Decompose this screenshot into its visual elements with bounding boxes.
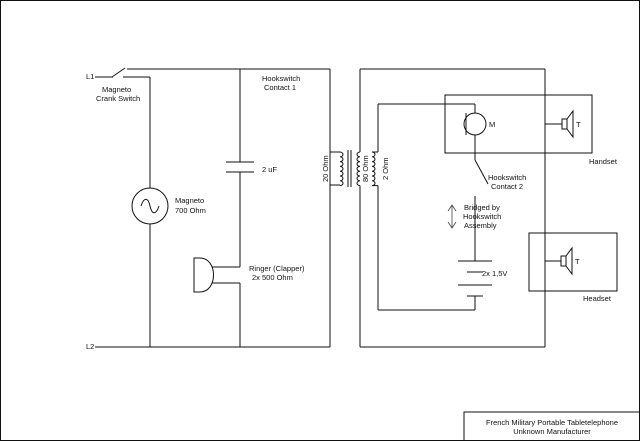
hookswitch-contact-1-label-2: Contact 1	[264, 83, 296, 92]
tertiary-winding	[371, 151, 376, 187]
ringer-resistance-label: 2x 500 Ohm	[252, 273, 293, 282]
terminal-l2-label: L2	[86, 342, 94, 351]
magneto-resistance-label: 700 Ohm	[175, 206, 206, 215]
headset-receiver-label: T	[575, 257, 580, 266]
l1-rail	[95, 67, 330, 78]
hookswitch-contact-1-label: Hookswitch	[262, 74, 300, 83]
secondary-winding	[356, 151, 361, 187]
primary-winding-label: 20 Ohm	[321, 155, 330, 182]
title-block	[463, 411, 640, 441]
hookswitch-contact-2-blade	[474, 159, 489, 185]
bridged-arrow	[447, 204, 457, 229]
hookswitch-contact-2-label: Hookswitch	[488, 173, 526, 182]
title-block-line1: French Military Portable Tabletelephone	[486, 418, 618, 427]
secondary-winding-label: 80 Ohm	[361, 155, 370, 182]
handset-box	[444, 94, 593, 154]
title-block-line2: Unknown Manufacturer	[513, 427, 591, 436]
bridged-note-line1: Bridged by	[464, 203, 500, 212]
terminal-l1-label: L1	[86, 72, 94, 81]
headset-receiver-icon	[545, 246, 573, 276]
bridged-note-line3: Assembly	[464, 221, 497, 230]
magneto-crank-switch-label-2: Crank Switch	[96, 94, 140, 103]
tertiary-winding-label: 2 Ohm	[381, 157, 390, 180]
headset-box	[528, 232, 618, 292]
instrument-loop	[360, 68, 546, 348]
primary-winding	[339, 151, 344, 187]
magneto-branch	[131, 77, 169, 347]
handset-receiver-icon	[545, 109, 574, 139]
microphone-loop	[377, 103, 492, 311]
headset-caption: Headset	[583, 294, 612, 303]
capacitor-value-label: 2 uF	[262, 165, 277, 174]
bridged-note-line2: Hookswitch	[463, 212, 501, 221]
magneto-crank-switch-label: Magneto	[102, 85, 131, 94]
microphone-symbol	[463, 112, 487, 136]
handset-caption: Handset	[589, 157, 618, 166]
ringer-branch	[193, 69, 254, 347]
battery-label: 2x 1,5V	[482, 269, 507, 278]
transformer	[330, 69, 378, 347]
l2-rail	[95, 69, 331, 348]
magneto-label: Magneto	[175, 196, 204, 205]
ringer-bell-symbol	[193, 257, 214, 293]
handset-receiver-label: T	[576, 120, 581, 129]
hookswitch-contact-2-label-2: Contact 2	[491, 182, 523, 191]
microphone-label: M	[489, 120, 495, 129]
ringer-label: Ringer (Clapper)	[249, 264, 305, 273]
